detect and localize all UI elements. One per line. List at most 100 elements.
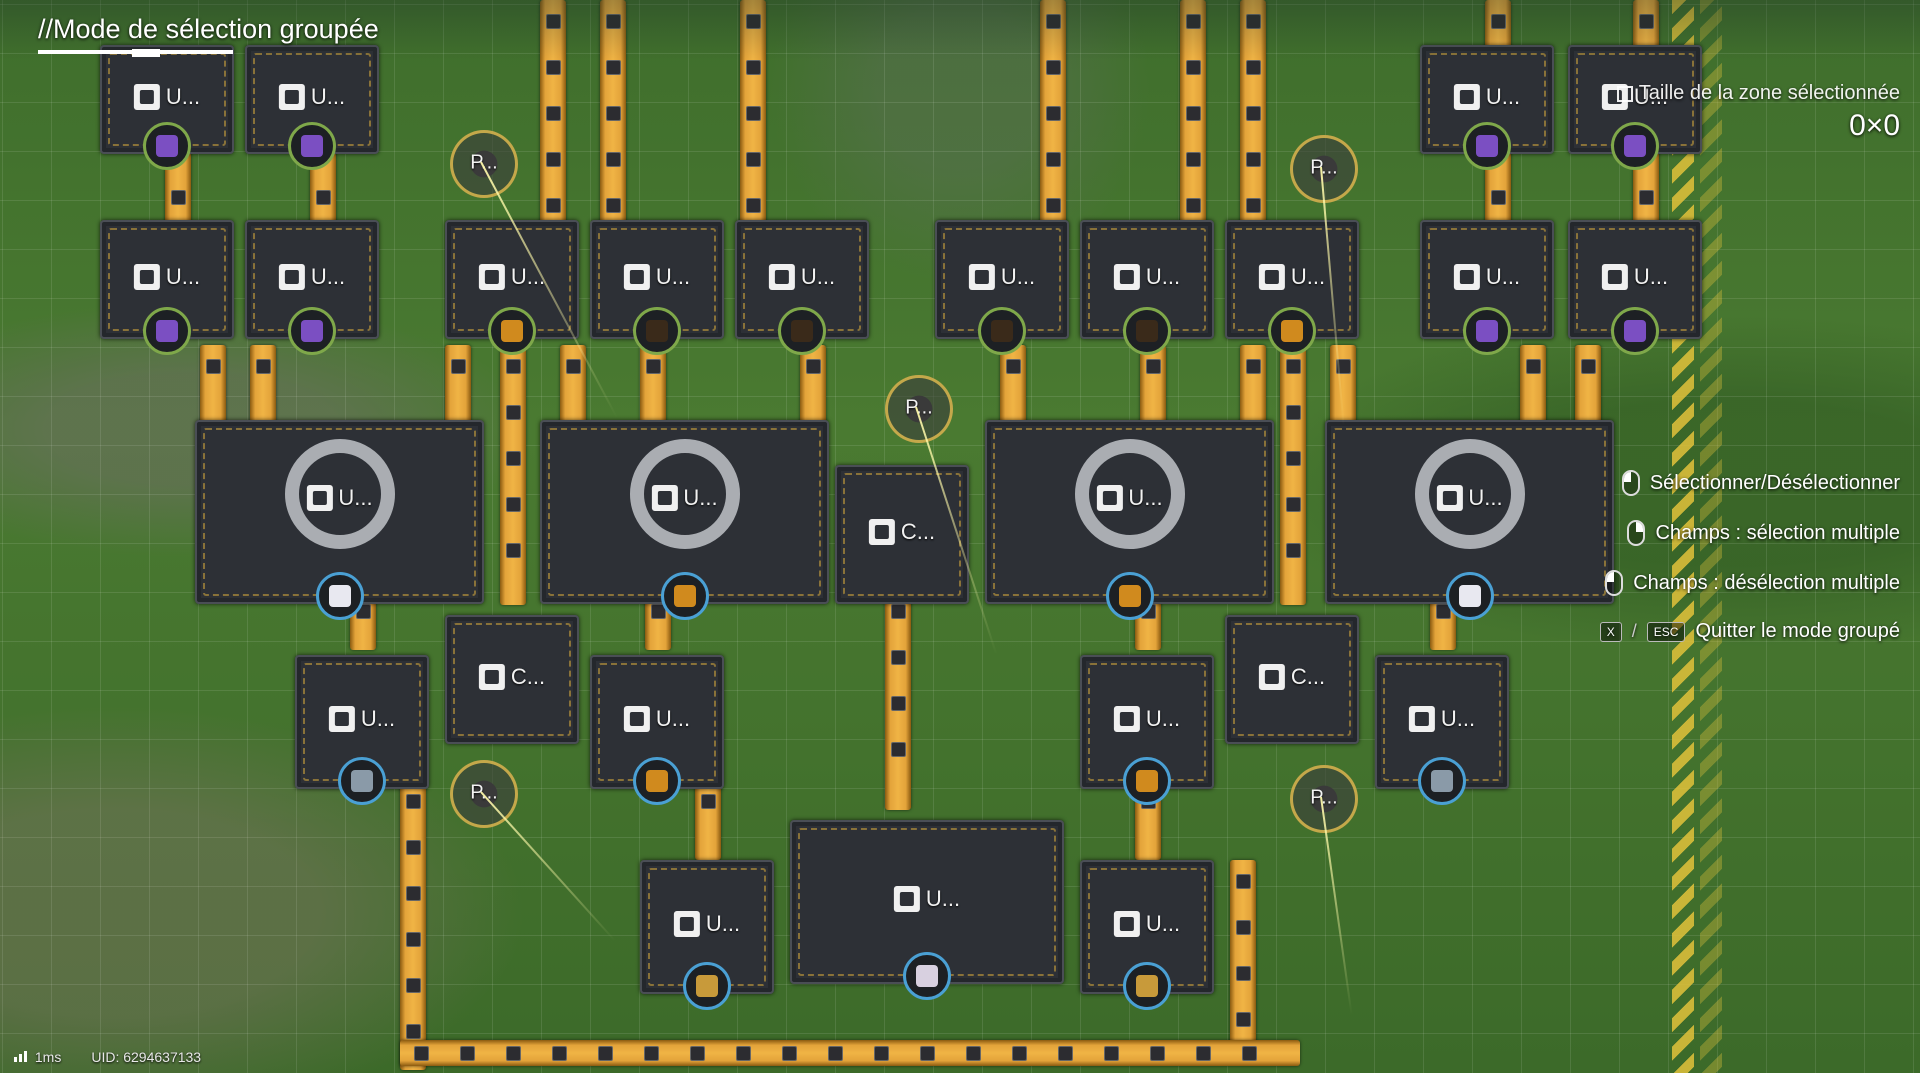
conveyor-belt[interactable]	[1280, 345, 1306, 605]
production-unit[interactable]: U...	[1420, 45, 1554, 170]
production-unit[interactable]: U...	[1375, 655, 1509, 805]
output-item-badge	[1463, 122, 1511, 170]
belt-item	[546, 106, 561, 121]
belt-item	[1639, 190, 1654, 205]
belt-item	[1146, 359, 1161, 374]
conveyor-belt[interactable]	[1140, 345, 1166, 425]
machine-label: U...	[925, 885, 961, 911]
machine-icon	[1453, 264, 1480, 291]
production-unit[interactable]: U...	[1225, 220, 1359, 355]
production-unit[interactable]: U...	[245, 220, 379, 355]
production-unit[interactable]: U...	[1568, 45, 1702, 170]
conveyor-belt[interactable]	[1240, 345, 1266, 425]
machine-label: U...	[338, 484, 373, 510]
belt-item	[966, 1046, 981, 1061]
belt-item	[1246, 198, 1261, 213]
belt-item	[1286, 405, 1301, 420]
power-pylon[interactable]: P...	[450, 760, 518, 828]
conveyor-belt[interactable]	[445, 345, 471, 425]
output-item-badge	[778, 307, 826, 355]
conveyor-belt[interactable]	[200, 345, 226, 425]
zone-size-value: 0×0	[1849, 109, 1900, 142]
storage-crate[interactable]: C...	[445, 615, 579, 744]
conveyor-belt[interactable]	[1520, 345, 1546, 425]
machine-icon	[306, 484, 333, 511]
control-label: Quitter le mode groupé	[1695, 620, 1900, 642]
conveyor-belt[interactable]	[800, 345, 826, 425]
production-unit[interactable]: U...	[1568, 220, 1702, 355]
machine-label: U...	[800, 264, 836, 290]
machine-label: C...	[900, 518, 936, 544]
production-unit[interactable]: U...	[1080, 655, 1214, 805]
belt-item	[506, 405, 521, 420]
belt-item	[746, 198, 761, 213]
conveyor-belt[interactable]	[1575, 345, 1601, 425]
machine-icon	[1601, 264, 1628, 291]
conveyor-belt[interactable]	[400, 780, 426, 1070]
storage-crate[interactable]: C...	[1225, 615, 1359, 744]
production-unit[interactable]: U...	[195, 420, 484, 620]
production-unit[interactable]: U...	[1080, 220, 1214, 355]
belt-item	[506, 451, 521, 466]
conveyor-belt[interactable]	[1230, 860, 1256, 1060]
belt-item	[1046, 14, 1061, 29]
machine-label: U...	[510, 264, 546, 290]
machine-icon	[768, 264, 795, 291]
production-unit[interactable]: U...	[640, 860, 774, 1010]
conveyor-belt[interactable]	[560, 345, 586, 425]
production-unit[interactable]: U...	[790, 820, 1064, 1000]
production-unit[interactable]: U...	[100, 45, 234, 170]
production-unit[interactable]: U...	[1080, 860, 1214, 1010]
conveyor-belt[interactable]	[695, 780, 721, 860]
production-unit[interactable]: U...	[590, 655, 724, 805]
conveyor-belt[interactable]	[500, 345, 526, 605]
belt-item	[1236, 1012, 1251, 1027]
production-unit[interactable]: U...	[445, 220, 579, 355]
machine-icon	[478, 264, 505, 291]
production-unit[interactable]: U...	[935, 220, 1069, 355]
power-pylon[interactable]: P...	[450, 130, 518, 198]
belt-item	[546, 152, 561, 167]
belt-item	[1196, 1046, 1211, 1061]
belt-item	[546, 14, 561, 29]
production-unit[interactable]: U...	[295, 655, 429, 805]
belt-item	[1186, 60, 1201, 75]
machine-icon	[1113, 264, 1140, 291]
power-pylon[interactable]: P...	[885, 375, 953, 443]
storage-crate[interactable]: C...	[835, 465, 969, 604]
production-unit[interactable]: U...	[245, 45, 379, 170]
belt-item	[746, 60, 761, 75]
belt-item	[1246, 359, 1261, 374]
machine-icon	[1113, 706, 1140, 733]
belt-item	[552, 1046, 567, 1061]
machine-icon	[673, 911, 700, 938]
production-unit[interactable]: U...	[985, 420, 1274, 620]
conveyor-belt[interactable]	[250, 345, 276, 425]
production-unit[interactable]: U...	[1420, 220, 1554, 355]
conveyor-belt[interactable]	[640, 345, 666, 425]
machine-icon	[133, 264, 160, 291]
belt-item	[1012, 1046, 1027, 1061]
output-item-badge	[683, 962, 731, 1010]
output-item-badge	[143, 122, 191, 170]
belt-item	[406, 840, 421, 855]
production-unit[interactable]: U...	[100, 220, 234, 355]
belt-item	[1046, 152, 1061, 167]
conveyor-belt[interactable]	[1000, 345, 1026, 425]
production-unit[interactable]: U...	[590, 220, 724, 355]
production-unit[interactable]: U...	[1325, 420, 1614, 620]
control-multi-select: Champs : sélection multiple	[1627, 520, 1900, 546]
production-unit[interactable]: U...	[735, 220, 869, 355]
machine-icon	[868, 518, 895, 545]
belt-item	[1150, 1046, 1165, 1061]
machine-icon	[1408, 706, 1435, 733]
pylon-label: P...	[1310, 156, 1338, 179]
pylon-label: P...	[1310, 786, 1338, 809]
production-unit[interactable]: U...	[540, 420, 829, 620]
machine-icon	[1258, 264, 1285, 291]
machine-label: C...	[1290, 664, 1326, 689]
machine-label: C...	[510, 664, 546, 689]
conveyor-belt[interactable]	[400, 1040, 1300, 1066]
control-exit-mode[interactable]: X / ESC Quitter le mode groupé	[1599, 620, 1900, 643]
